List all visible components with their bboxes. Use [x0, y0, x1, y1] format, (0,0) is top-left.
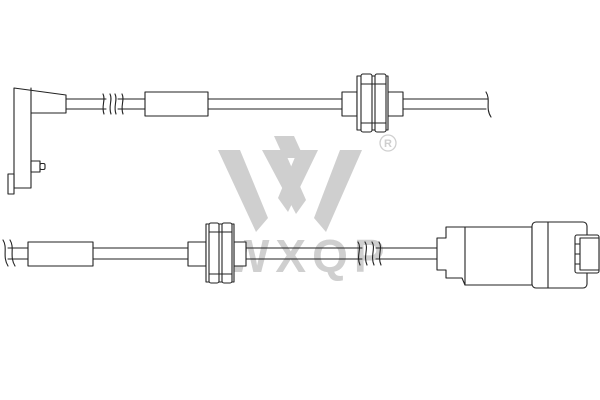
- electrical-connector: [436, 221, 600, 289]
- cable-break-mark: [102, 93, 112, 115]
- cable-break-mark: [357, 241, 368, 266]
- cable-break-mark: [114, 93, 124, 115]
- lower-brake-wear-sensor: [2, 221, 600, 289]
- cable-break-mark: [371, 241, 382, 266]
- registered-mark-icon: R: [379, 134, 397, 152]
- wxqp-w-logo-icon: [218, 136, 362, 232]
- cable-grommet: [341, 73, 404, 133]
- cable-sleeve: [27, 241, 94, 267]
- watermark: WXQP R: [218, 134, 397, 282]
- cable-grommet: [187, 222, 247, 284]
- cable-end-break-mark: [2, 239, 16, 267]
- cable-sleeve: [144, 91, 209, 117]
- upper-brake-wear-sensor: [7, 73, 492, 195]
- sensor-head: [13, 87, 67, 189]
- contact-pin: [30, 160, 46, 173]
- cable-end-break-mark: [485, 91, 492, 118]
- watermark-text: WXQP: [226, 230, 391, 282]
- registered-mark-letter: R: [384, 138, 392, 150]
